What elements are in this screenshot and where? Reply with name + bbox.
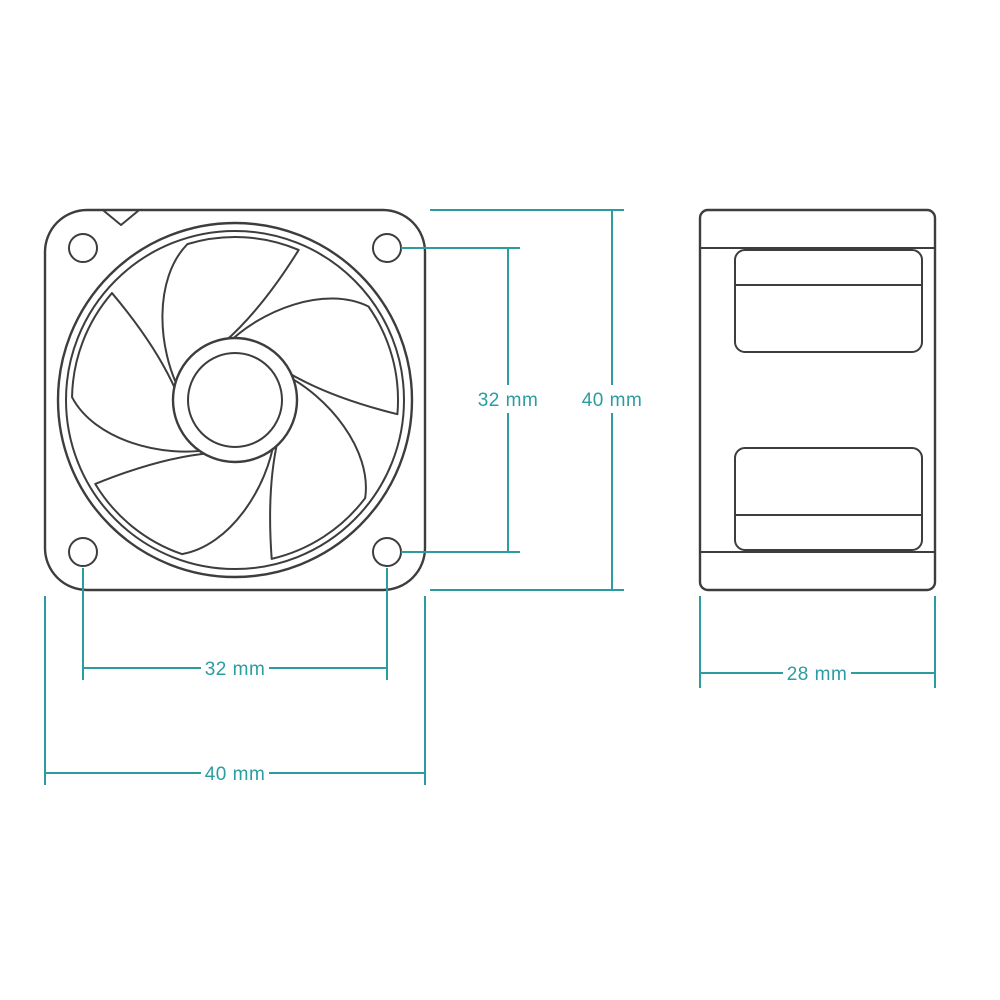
side-view-body [698, 208, 937, 592]
label-background [201, 654, 269, 682]
label-background [578, 385, 646, 413]
mounting-hole-top-right [372, 233, 402, 263]
side-view-bottom-pad [734, 447, 923, 551]
mounting-hole-bottom-left [68, 537, 98, 567]
label-background [474, 385, 542, 413]
fan-front-view [43, 208, 427, 592]
dimension-hole-spacing-vertical: 32 mm [401, 247, 542, 553]
fan-opening-inner-circle [65, 230, 405, 570]
label-background [201, 759, 269, 787]
fan-opening-outer-circle [56, 221, 414, 579]
dimension-depth: 28 mm [699, 596, 936, 688]
label-background [783, 659, 851, 687]
mounting-hole-bottom-right [372, 537, 402, 567]
dimension-label-32mm-vertical: 32 mm [478, 390, 539, 411]
dimension-label-28mm-depth: 28 mm [787, 664, 848, 685]
mounting-hole-top-left [68, 233, 98, 263]
dimension-label-40mm-vertical: 40 mm [582, 390, 643, 411]
dimension-overall-height: 40 mm [430, 209, 646, 591]
dimension-overall-width: 40 mm [44, 596, 426, 787]
dimension-annotations: 32 mm 40 mm 32 mm [44, 209, 936, 787]
dimension-hole-spacing-horizontal: 32 mm [82, 568, 388, 682]
side-view-top-pad [734, 249, 923, 353]
dimension-label-32mm-horizontal: 32 mm [205, 659, 266, 680]
fan-hub-inner-circle [187, 352, 283, 448]
dimension-label-40mm-horizontal: 40 mm [205, 764, 266, 785]
frame-top-notch [103, 210, 139, 226]
fan-frame-outline [43, 208, 427, 592]
fan-blades [71, 236, 399, 560]
fan-side-view [698, 208, 937, 592]
